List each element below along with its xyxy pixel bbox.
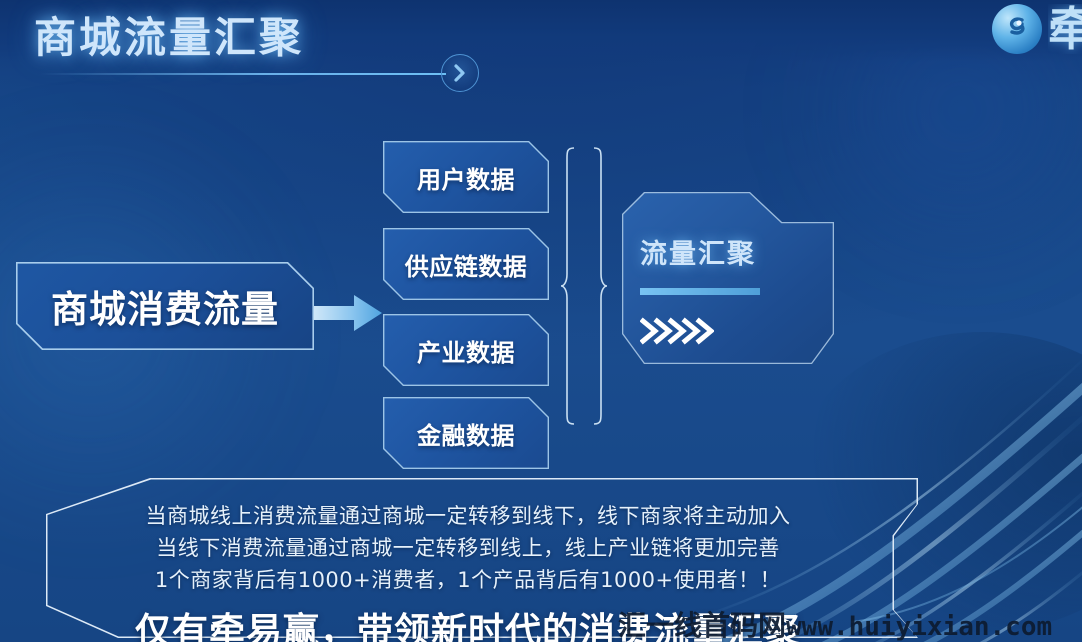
data-card-finance[interactable]: 金融数据 xyxy=(383,397,549,469)
source-box-fill xyxy=(16,262,314,350)
data-card-fill xyxy=(383,141,549,213)
title-next-button[interactable] xyxy=(441,54,479,92)
source-box-label: 商城消费流量 xyxy=(51,288,279,331)
header-bar xyxy=(0,0,1082,62)
data-card-user[interactable]: 用户数据 xyxy=(383,141,549,213)
statement-text: 当商城线上消费流量通过商城一定转移到线下，线下商家将主动加入 当线下消费流量通过… xyxy=(18,500,918,596)
arrow-right-icon xyxy=(314,295,382,331)
aggregate-underline xyxy=(640,288,760,295)
aggregate-panel-body: 流量汇聚 xyxy=(622,192,834,364)
chevron-right-icon xyxy=(454,64,465,82)
aggregate-panel[interactable]: 流量汇聚 xyxy=(622,192,834,364)
data-card-fill xyxy=(383,228,549,300)
aggregate-title: 流量汇聚 xyxy=(640,239,756,270)
statement-line: 当线下消费流量通过商城一定转移到线上，线上产业链将更加完善 xyxy=(156,536,780,560)
title-underline xyxy=(40,73,446,75)
curly-brace-icon-right xyxy=(593,147,608,425)
data-card-label: 产业数据 xyxy=(417,338,515,367)
data-card-fill xyxy=(383,397,549,469)
data-card-label: 金融数据 xyxy=(417,421,515,450)
brand-wordmark: 牵 xyxy=(1048,4,1082,54)
watermark-url: www.huiyixian.com xyxy=(786,612,1053,642)
data-card-fill xyxy=(383,314,549,386)
watermark: 汇一线首码网www.huiyixian.com xyxy=(618,604,1052,642)
swirl-glyph xyxy=(1009,17,1025,35)
brand-swirl-icon xyxy=(992,4,1042,54)
data-card-industry[interactable]: 产业数据 xyxy=(383,314,549,386)
watermark-text: 汇一线首码网 xyxy=(618,609,787,642)
brand-logo: 牵 xyxy=(992,0,1082,58)
statement-line: 当商城线上消费流量通过商城一定转移到线下，线下商家将主动加入 xyxy=(145,504,791,528)
data-card-label: 供应链数据 xyxy=(404,252,528,281)
chevrons-right-icon xyxy=(640,317,714,345)
page-title: 商城流量汇聚 xyxy=(34,13,305,62)
statement-line: 1个商家背后有1000+消费者，1个产品背后有1000+使用者！！ xyxy=(154,568,782,592)
statement-panel: 当商城线上消费流量通过商城一定转移到线下，线下商家将主动加入 当线下消费流量通过… xyxy=(18,478,918,642)
curly-brace-icon-left xyxy=(560,147,575,425)
source-box[interactable]: 商城消费流量 xyxy=(16,262,314,350)
data-card-supply-chain[interactable]: 供应链数据 xyxy=(383,228,549,300)
data-card-label: 用户数据 xyxy=(417,165,515,194)
